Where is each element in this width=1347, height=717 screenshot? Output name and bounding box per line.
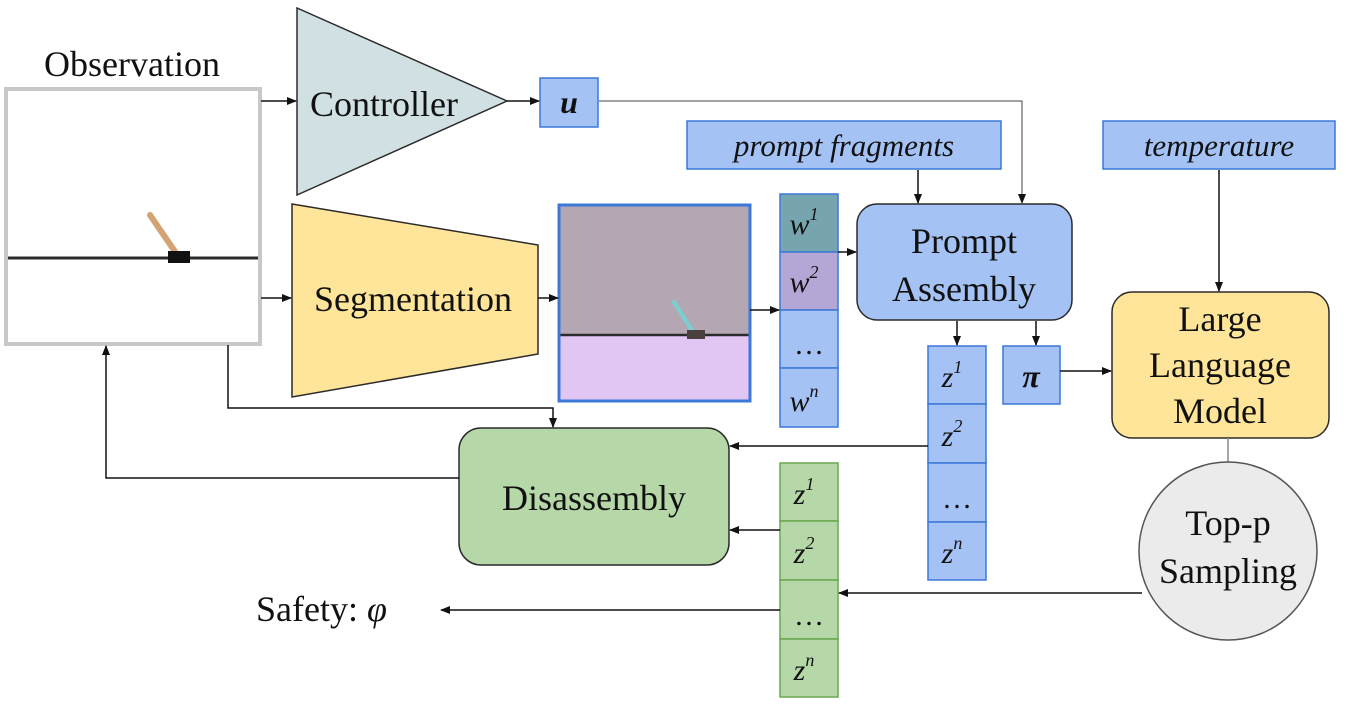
w-cell-ellipsis: … xyxy=(794,328,824,361)
w-cell xyxy=(779,367,839,428)
llm-label-line1: Large xyxy=(1178,299,1261,339)
sampling-label-line1: Top-p xyxy=(1185,503,1270,543)
w-cell-label: w2 xyxy=(789,262,818,299)
top-p-sampling-circle xyxy=(1138,461,1318,641)
z-green-cell-label: zn xyxy=(793,650,815,687)
w-cell xyxy=(779,309,839,369)
z-blue-cell xyxy=(927,403,987,464)
w-cell xyxy=(779,193,839,253)
z-blue-cell xyxy=(927,521,987,581)
llm-label-line3: Model xyxy=(1173,391,1267,431)
prompt-fragments-label: prompt fragments xyxy=(732,128,954,163)
z-blue-cell-label: z1 xyxy=(941,357,963,394)
z-green-cell xyxy=(779,462,839,522)
z-green-cell-label: z2 xyxy=(793,533,815,570)
z-green-stack: z1 z2 … zn xyxy=(779,462,839,698)
w-cell xyxy=(779,251,839,311)
z-green-cell-label: z1 xyxy=(793,474,815,511)
z-blue-cell xyxy=(927,462,987,523)
prompt-assembly-block xyxy=(856,203,1073,321)
arrow-u-prompt-assembly xyxy=(599,100,1026,204)
observation-image xyxy=(4,87,262,346)
w-cell-label: wn xyxy=(789,381,818,418)
observation-label: Observation xyxy=(44,44,220,84)
disassembly-label: Disassembly xyxy=(502,478,686,518)
z-green-cell xyxy=(779,638,839,698)
controller-label: Controller xyxy=(310,84,458,124)
prompt-assembly-label-line1: Prompt xyxy=(911,221,1017,261)
z-green-cell xyxy=(779,579,839,640)
pi-box xyxy=(1002,345,1061,405)
safety-label: Safety: φ xyxy=(256,589,387,629)
w-cell-label: w1 xyxy=(789,204,818,241)
segmentation-block xyxy=(291,203,539,398)
llm-block xyxy=(1111,291,1330,439)
z-blue-cell-label: z2 xyxy=(941,416,963,453)
z-blue-cell-ellipsis: … xyxy=(942,482,972,515)
z-blue-stack: z1 z2 … zn xyxy=(927,345,987,581)
llm-label-line2: Language xyxy=(1149,345,1291,385)
prompt-assembly-label-line2: Assembly xyxy=(892,269,1036,309)
pi-label: π xyxy=(1022,358,1041,394)
controller-block xyxy=(296,6,509,197)
arrow-observation-disassembly xyxy=(227,345,557,428)
u-label: u xyxy=(560,84,578,120)
z-blue-cell-label: zn xyxy=(941,533,963,570)
temperature-label: temperature xyxy=(1144,128,1295,163)
temperature-box xyxy=(1102,120,1336,170)
u-box xyxy=(539,77,599,128)
segmented-image xyxy=(557,203,752,403)
connectors xyxy=(102,97,1223,614)
arrow-disassembly-observation xyxy=(102,345,459,479)
disassembly-block xyxy=(458,427,730,566)
segmentation-label: Segmentation xyxy=(314,279,512,319)
w-stack: w1 w2 … wn xyxy=(779,193,839,428)
prompt-fragments-box xyxy=(686,120,1002,170)
sampling-label-line2: Sampling xyxy=(1159,551,1297,591)
z-green-cell-ellipsis: … xyxy=(794,599,824,632)
